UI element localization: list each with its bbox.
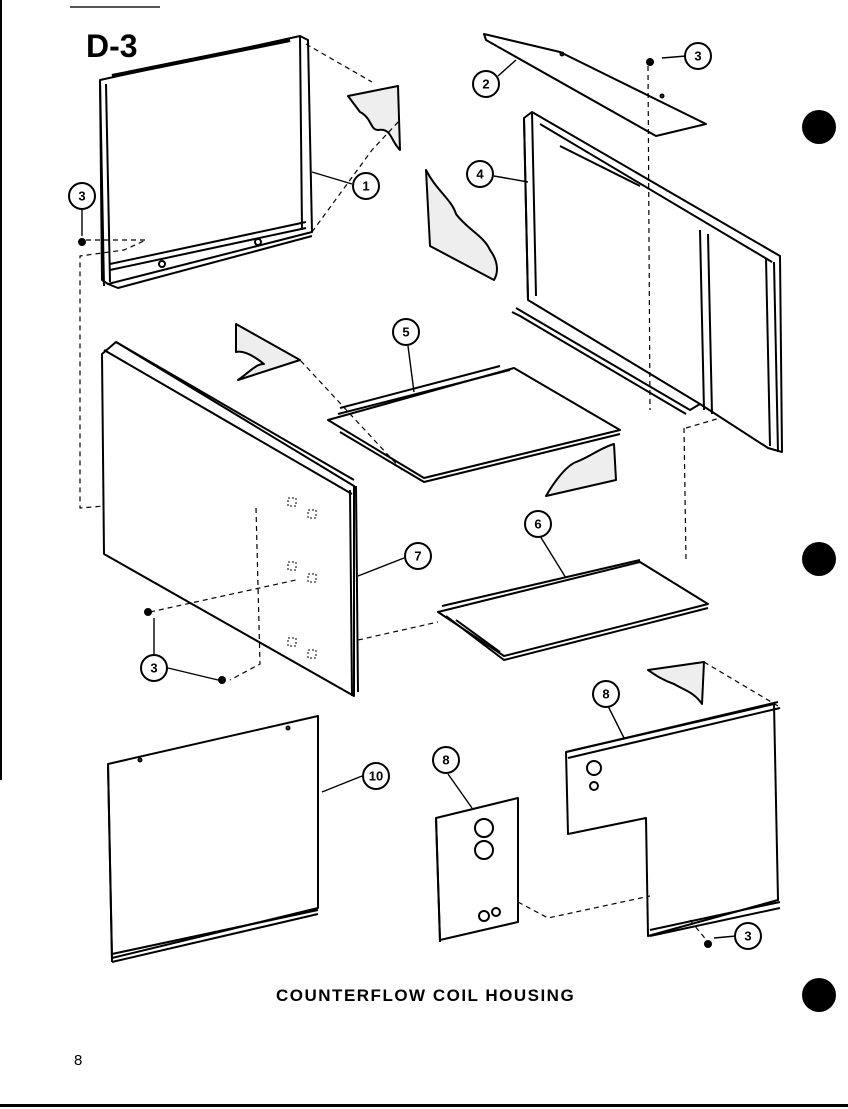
callout-3-left: 3: [78, 189, 85, 204]
part-10-panel: [107, 715, 319, 963]
callout-8-center: 8: [442, 753, 449, 768]
part-4-panel: [511, 111, 783, 453]
callout-6: 6: [534, 517, 541, 532]
page-number: 8: [74, 1052, 83, 1069]
callout-circles: [68, 42, 762, 950]
binder-hole-bottom: [802, 978, 836, 1012]
part-8-l-panel: [565, 701, 781, 937]
callout-10: 10: [369, 769, 383, 784]
part-1-panel: [99, 35, 313, 289]
callout-3-bottom: 3: [744, 929, 751, 944]
callout-7: 7: [414, 549, 421, 564]
callout-2: 2: [482, 77, 489, 92]
part-2-top-strip: [483, 33, 707, 137]
screws: [78, 58, 712, 948]
corner-brackets: [235, 85, 705, 705]
page-code: D-3: [86, 28, 138, 64]
callout-3-top: 3: [694, 49, 701, 64]
part-6-shelf: [437, 559, 709, 661]
binder-hole-middle: [802, 542, 836, 576]
leader-lines: [81, 55, 737, 939]
assembly-lines: [79, 43, 779, 943]
diagram-caption: COUNTERFLOW COIL HOUSING: [276, 986, 576, 1005]
callout-5: 5: [402, 325, 409, 340]
part-5-shelf: [327, 365, 621, 483]
scan-edge-top: [70, 6, 160, 8]
binder-hole-top: [802, 110, 836, 144]
callout-1: 1: [362, 179, 369, 194]
part-8-small-panel: [435, 797, 519, 943]
scan-edge-bottom: [0, 1104, 848, 1107]
callout-labels: 1 2 3 4 3 5 7 6 3 8 10 8 3: [78, 49, 751, 944]
part-7-cabinet: [101, 341, 359, 697]
callout-3-middle: 3: [150, 661, 157, 676]
callout-4: 4: [476, 167, 484, 182]
scan-edge-left: [0, 0, 2, 780]
callout-8-right: 8: [602, 687, 609, 702]
